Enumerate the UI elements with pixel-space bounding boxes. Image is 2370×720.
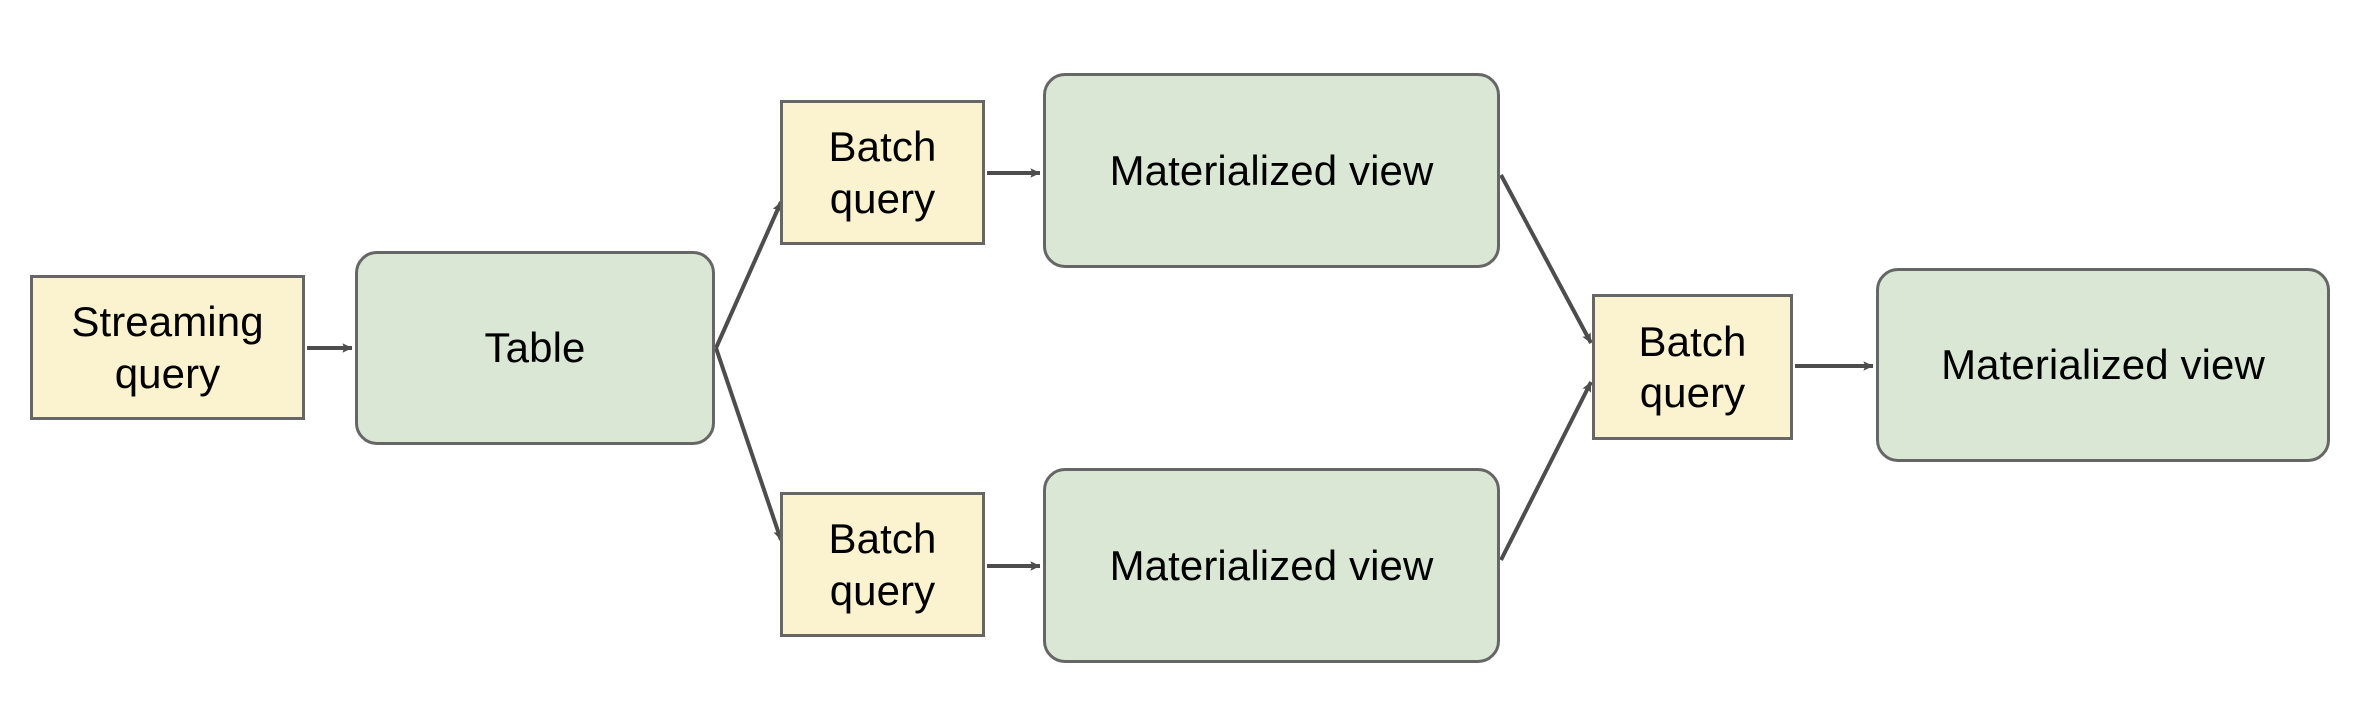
node-materialized-view-top[interactable]: Materialized view (1043, 73, 1500, 268)
node-batch-query-bottom[interactable]: Batch query (780, 492, 985, 637)
node-batch-query-top[interactable]: Batch query (780, 100, 985, 245)
edge-materialized-view-bottom-to-batch-query-center (1499, 381, 1593, 561)
node-materialized-view-right-label: Materialized view (1941, 341, 2265, 389)
node-batch-query-top-label: Batch query (828, 123, 937, 222)
node-table-label: Table (484, 324, 586, 372)
node-materialized-view-right[interactable]: Materialized view (1876, 268, 2330, 462)
node-table[interactable]: Table (355, 251, 715, 445)
edge-table-to-batch-query-bottom (714, 347, 783, 541)
node-batch-query-bottom-label: Batch query (828, 515, 937, 614)
node-streaming-query-label: Streaming query (71, 298, 264, 397)
node-materialized-view-bottom[interactable]: Materialized view (1043, 468, 1500, 663)
edge-materialized-view-top-to-batch-query-center (1499, 174, 1593, 344)
node-batch-query-center[interactable]: Batch query (1592, 294, 1793, 440)
edge-table-to-batch-query-top (714, 201, 783, 349)
node-batch-query-center-label: Batch query (1638, 317, 1747, 416)
node-materialized-view-bottom-label: Materialized view (1109, 541, 1434, 589)
node-streaming-query[interactable]: Streaming query (30, 275, 305, 420)
node-materialized-view-top-label: Materialized view (1109, 146, 1434, 194)
